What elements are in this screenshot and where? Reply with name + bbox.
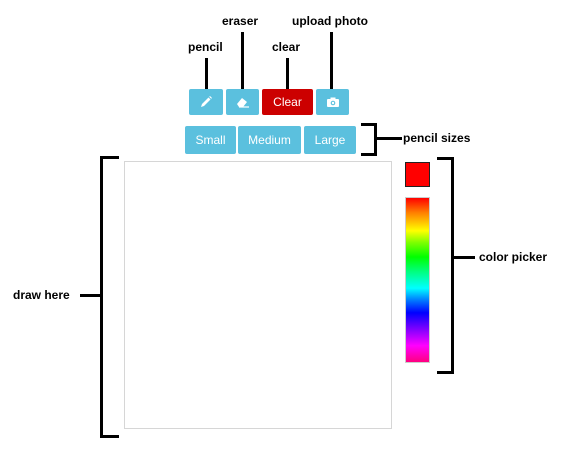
clear-leader-line bbox=[286, 58, 289, 90]
picker-bracket-bottom bbox=[437, 371, 453, 374]
color-spectrum-slider[interactable] bbox=[405, 197, 430, 363]
upload-photo-button[interactable] bbox=[316, 89, 349, 115]
clear-annotation: clear bbox=[272, 40, 301, 54]
sizes-bracket-leader bbox=[376, 137, 402, 140]
picker-bracket-leader bbox=[453, 256, 475, 259]
pencil-leader-line bbox=[205, 58, 208, 90]
picker-bracket-top bbox=[437, 157, 453, 160]
clear-button[interactable]: Clear bbox=[262, 89, 313, 115]
size-medium-button[interactable]: Medium bbox=[238, 126, 301, 154]
eraser-icon bbox=[236, 98, 249, 108]
camera-icon bbox=[326, 97, 339, 107]
eraser-button[interactable] bbox=[226, 89, 259, 115]
size-small-button[interactable]: Small bbox=[185, 126, 236, 154]
size-large-button[interactable]: Large bbox=[304, 126, 356, 154]
canvas-bracket-side bbox=[100, 156, 103, 438]
eraser-annotation: eraser bbox=[222, 14, 259, 28]
sizes-bracket-top bbox=[361, 123, 376, 126]
drawing-canvas[interactable] bbox=[124, 161, 392, 429]
upload-photo-leader-line bbox=[330, 32, 333, 90]
pencil-sizes-annotation: pencil sizes bbox=[403, 131, 471, 145]
color-picker-annotation: color picker bbox=[479, 250, 548, 264]
eraser-leader-line bbox=[241, 32, 244, 90]
selected-color-swatch bbox=[405, 162, 430, 187]
picker-bracket-side bbox=[451, 157, 454, 374]
pencil-icon bbox=[201, 96, 212, 107]
sizes-bracket-side bbox=[374, 123, 377, 156]
pencil-button[interactable] bbox=[189, 89, 223, 115]
canvas-bracket-bottom bbox=[100, 435, 119, 438]
draw-here-annotation: draw here bbox=[13, 288, 70, 302]
canvas-bracket-top bbox=[100, 156, 119, 159]
pencil-annotation: pencil bbox=[188, 40, 223, 54]
sizes-bracket-bottom bbox=[361, 153, 376, 156]
canvas-bracket-leader bbox=[80, 294, 102, 297]
upload-photo-annotation: upload photo bbox=[292, 14, 368, 28]
